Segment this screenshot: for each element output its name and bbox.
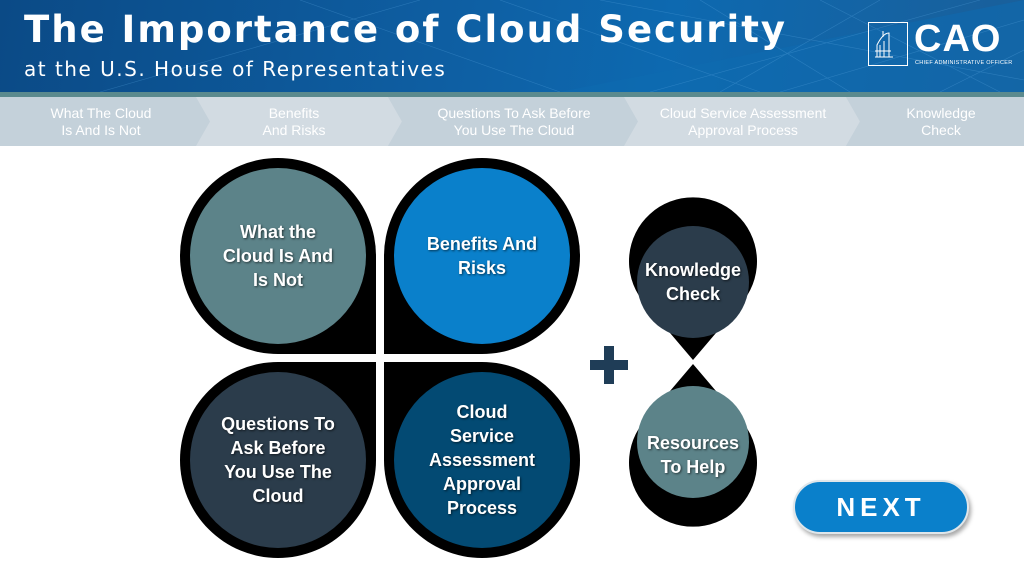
- nav-item-label: What The Cloud Is And Is Not: [50, 104, 152, 138]
- plus-icon: [588, 344, 630, 386]
- network-background-graphic: [99, 0, 1024, 92]
- nav-item-label: Benefits And Risks: [262, 104, 326, 138]
- what-cloud-circle[interactable]: [190, 168, 366, 344]
- page-subtitle: at the U.S. House of Representatives: [24, 57, 447, 81]
- nav-item-what-the-cloud[interactable]: What The Cloud Is And Is Not: [0, 97, 202, 146]
- module-what-the-cloud-label[interactable]: What the Cloud Is And Is Not: [222, 222, 334, 290]
- resources-circle[interactable]: [637, 386, 749, 498]
- module-benefits-label[interactable]: Benefits And Risks: [426, 234, 538, 278]
- header-divider: [0, 92, 1024, 97]
- logo-text: CAO: [914, 18, 1002, 60]
- nav-item-knowledge-check[interactable]: Knowledge Check: [858, 97, 1024, 146]
- module-diagram: [180, 158, 757, 558]
- module-knowledge-check-label[interactable]: Knowledge Check: [644, 260, 741, 304]
- assessment-circle[interactable]: [394, 372, 570, 548]
- module-questions-label[interactable]: Questions To Ask Before You Use The Clou…: [221, 414, 335, 506]
- nav-item-cloud-service-assessment[interactable]: Cloud Service Assessment Approval Proces…: [632, 97, 854, 146]
- module-navigation: What The Cloud Is And Is Not Benefits An…: [0, 97, 1024, 146]
- nav-item-label: Cloud Service Assessment Approval Proces…: [659, 104, 827, 138]
- next-button[interactable]: NEXT: [793, 480, 969, 534]
- questions-circle[interactable]: [190, 372, 366, 548]
- nav-item-label: Knowledge Check: [906, 104, 976, 138]
- cao-logo: CAO CHIEF ADMINISTRATIVE OFFICER: [868, 18, 1013, 72]
- nav-item-label: Questions To Ask Before You Use The Clou…: [437, 104, 591, 138]
- nav-chevron-background: [0, 97, 1024, 146]
- module-assessment-label[interactable]: Cloud Service Assessment Approval Proces…: [428, 402, 536, 518]
- knowledge-circle[interactable]: [637, 226, 749, 338]
- nav-item-benefits-and-risks[interactable]: Benefits And Risks: [196, 97, 392, 146]
- capitol-dome-icon: [868, 22, 908, 66]
- benefits-circle[interactable]: [394, 168, 570, 344]
- nav-item-questions-to-ask[interactable]: Questions To Ask Before You Use The Clou…: [396, 97, 632, 146]
- header-banner: The Importance of Cloud Security at the …: [0, 0, 1024, 92]
- logo-subtext: CHIEF ADMINISTRATIVE OFFICER: [915, 60, 1013, 66]
- module-resources-label[interactable]: Resources To Help: [646, 433, 740, 477]
- page-title: The Importance of Cloud Security: [24, 8, 788, 51]
